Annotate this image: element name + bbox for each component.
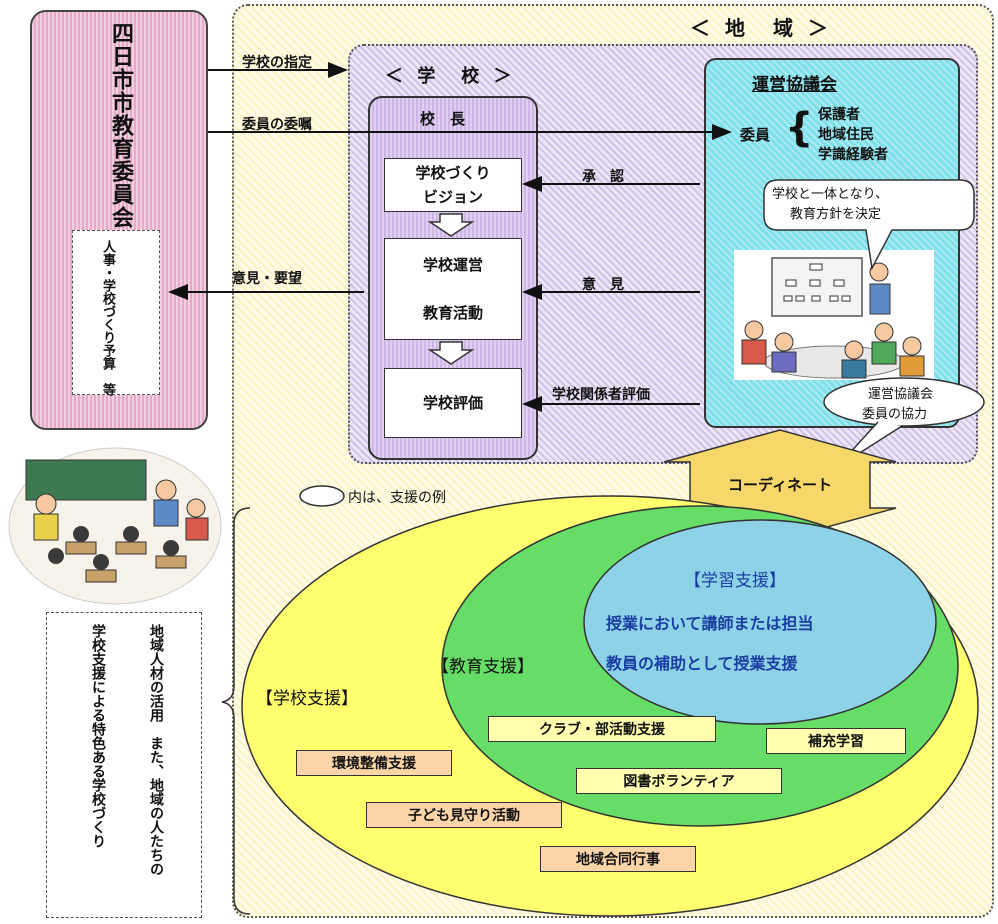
vision-line-1: 学校づくり — [415, 164, 491, 182]
principal-title: 校 長 — [420, 110, 466, 128]
board-inner-text: 人事・学校づくり予算 等 — [100, 240, 115, 396]
label-commission: 委員の委嘱 — [242, 117, 312, 133]
legend-ellipse — [299, 485, 345, 507]
learning-support-label: 【学習支援】 — [684, 571, 786, 591]
learning-support-ellipse — [583, 519, 937, 725]
operation-line-1: 学校運営 — [422, 256, 483, 274]
label-designation: 学校の指定 — [242, 55, 312, 71]
bubble-1-shape — [763, 179, 975, 271]
left-note-line-2: 学校支援による特色ある学校づくり — [90, 624, 106, 848]
left-note-box — [46, 612, 202, 918]
left-note-line-1: 地域人材の活用 また、地域の人たちの — [148, 624, 164, 876]
tag-watch: 子ども見守り活動 — [366, 802, 562, 828]
operation-box: 学校運営教育活動 — [384, 238, 522, 340]
operation-line-2: 教育活動 — [422, 304, 483, 322]
council-title: 運営協議会 — [752, 75, 837, 95]
evaluation-box: 学校評価 — [384, 368, 522, 438]
tag-club: クラブ・部活動支援 — [488, 716, 716, 742]
vision-box: 学校づくりビジョン — [384, 158, 522, 212]
region-title: ＜ 地 域 ＞ — [690, 16, 832, 40]
tag-library: 図書ボランティア — [576, 768, 782, 794]
classroom-illustration — [8, 447, 222, 605]
council-member-3: 学識経験者 — [818, 147, 888, 163]
school-support-label: 【学校支援】 — [256, 689, 358, 709]
tag-environment: 環境整備支援 — [296, 750, 452, 776]
learning-text-line-1: 授業において講師または担当 — [606, 614, 814, 633]
flow-arrow-1 — [427, 213, 475, 237]
legend-text: 内は、支援の例 — [348, 490, 446, 506]
meeting-illustration — [734, 250, 934, 380]
tag-joint: 地域合同行事 — [540, 846, 696, 872]
label-stakeholder-eval: 学校関係者評価 — [552, 387, 650, 403]
flow-arrow-2 — [427, 341, 475, 365]
bubble-2-line-2: 委員の協力 — [862, 407, 928, 422]
bubble-1-line-1: 学校と一体となり、 — [772, 187, 889, 202]
label-opinion-request: 意見・要望 — [232, 271, 302, 287]
label-approval: 承 認 — [582, 169, 624, 185]
bubble-1-line-2: 教育方針を決定 — [790, 207, 882, 222]
coordinate-label: コーディネート — [728, 476, 832, 494]
council-member-1: 保護者 — [818, 107, 860, 123]
left-bracket — [221, 507, 251, 915]
board-title: 四日市市教育委員会 — [108, 22, 133, 229]
evaluation-text: 学校評価 — [422, 394, 483, 412]
vision-line-2: ビジョン — [422, 188, 483, 206]
board-inner-box — [72, 230, 160, 395]
school-title: ＜ 学 校 ＞ — [385, 66, 516, 87]
council-members-label: 委員 — [740, 126, 771, 144]
bubble-2-line-1: 運営協議会 — [868, 387, 934, 402]
label-opinion: 意 見 — [582, 277, 624, 293]
council-brace: { — [785, 105, 814, 151]
learning-text-line-2: 教員の補助として授業支援 — [606, 654, 798, 673]
council-member-2: 地域住民 — [818, 127, 874, 143]
tag-supplementary: 補充学習 — [766, 728, 906, 754]
education-support-label: 【教育支援】 — [432, 657, 534, 677]
